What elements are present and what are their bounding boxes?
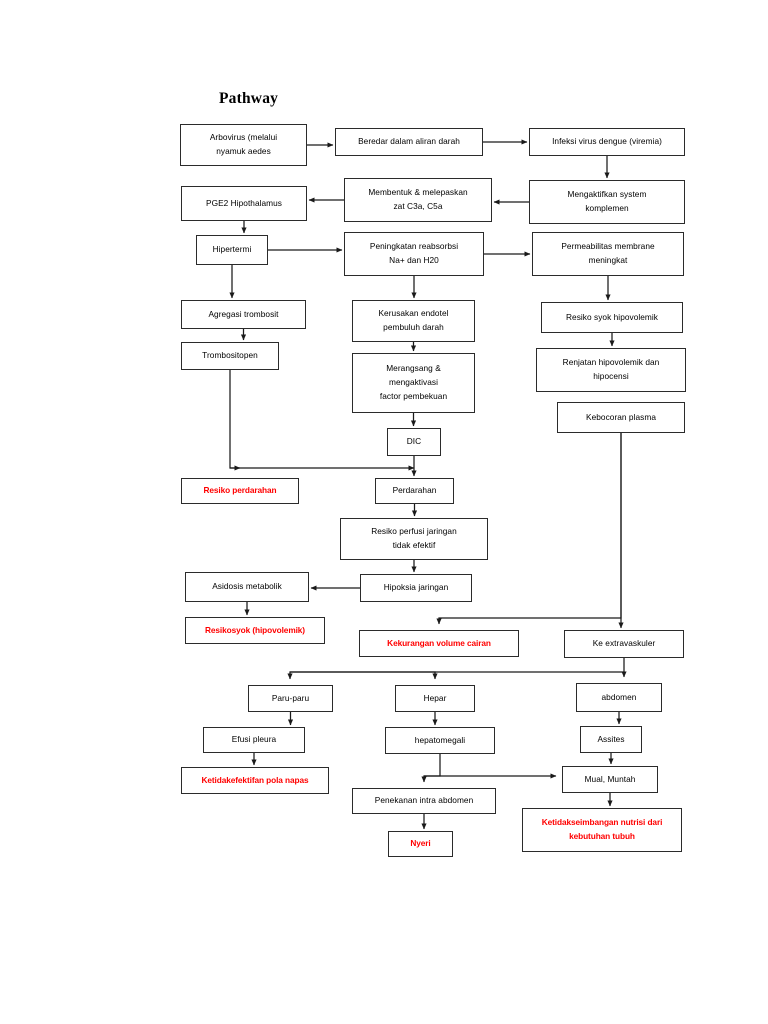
node-label: Penekanan intra abdomen xyxy=(374,795,474,806)
node-label: hepatomegali xyxy=(414,734,466,745)
node-label: Resiko perdarahan xyxy=(203,485,277,496)
node-beredar: Beredar dalam aliran darah xyxy=(335,128,483,156)
node-label: Agregasi trombosit xyxy=(208,308,279,319)
node-pge2: PGE2 Hipothalamus xyxy=(181,186,307,221)
connector xyxy=(421,754,441,783)
node-kebocoran: Kebocoran plasma xyxy=(557,402,685,433)
connector xyxy=(287,658,625,680)
node-resikosyok: Resikosyok (hipovolemik) xyxy=(185,617,325,644)
node-label: Asidosis metabolik xyxy=(212,581,282,592)
node-label: Kekurangan volume cairan xyxy=(387,637,491,648)
node-label: Perdarahan xyxy=(392,485,437,496)
node-label: Mual, Muntah xyxy=(584,773,636,784)
node-nyeri: Nyeri xyxy=(388,831,453,857)
node-label: Assites xyxy=(597,733,625,744)
node-agregasi: Agregasi trombosit xyxy=(181,300,306,329)
node-label: Ketidakefektifan pola napas xyxy=(201,774,309,785)
node-hepatomegali: hepatomegali xyxy=(385,727,495,754)
node-abdomen: abdomen xyxy=(576,683,662,712)
node-label: Resikosyok (hipovolemik) xyxy=(205,624,305,635)
node-label: PGE2 Hipothalamus xyxy=(205,197,283,208)
node-label: Resiko syok hipovolemik xyxy=(566,311,658,322)
node-paruparu: Paru-paru xyxy=(248,685,333,712)
node-hipertermi: Hipertermi xyxy=(196,235,268,265)
node-label: Trombositopen xyxy=(202,350,258,361)
node-dic: DIC xyxy=(387,428,441,456)
node-efusi: Efusi pleura xyxy=(203,727,305,753)
node-label: Nyeri xyxy=(410,838,431,849)
node-label: Infeksi virus dengue (viremia) xyxy=(552,136,662,147)
connector xyxy=(229,370,241,471)
node-hepar: Hepar xyxy=(395,685,475,712)
node-resiko_perdarahan: Resiko perdarahan xyxy=(181,478,299,504)
node-perdarahan: Perdarahan xyxy=(375,478,454,504)
connector xyxy=(290,671,438,680)
node-label: abdomen xyxy=(601,691,637,702)
node-ketidakefektifan: Ketidakefektifan pola napas xyxy=(181,767,329,794)
node-label: Ke extravaskuler xyxy=(592,638,656,649)
node-penekanan: Penekanan intra abdomen xyxy=(352,788,496,814)
node-label: Efusi pleura xyxy=(231,734,277,745)
node-label: Hipoksia jaringan xyxy=(383,582,449,593)
node-infeksi: Infeksi virus dengue (viremia) xyxy=(529,128,685,156)
node-label: DIC xyxy=(406,436,422,447)
node-hipoksia: Hipoksia jaringan xyxy=(360,574,472,602)
node-mual: Mual, Muntah xyxy=(562,766,658,793)
node-kekurangan: Kekurangan volume cairan xyxy=(359,630,519,657)
node-trombositopen: Trombositopen xyxy=(181,342,279,370)
node-assites: Assites xyxy=(580,726,642,753)
node-label: Hepar xyxy=(423,692,447,703)
node-extravaskuler: Ke extravaskuler xyxy=(564,630,684,658)
node-resiko_syok_hipo: Resiko syok hipovolemik xyxy=(541,302,683,333)
node-label: Hipertermi xyxy=(212,244,252,255)
node-asidosis: Asidosis metabolik xyxy=(185,572,309,602)
node-label: Paru-paru xyxy=(271,692,310,703)
node-label: Kebocoran plasma xyxy=(586,411,656,422)
node-label: Beredar dalam aliran darah xyxy=(358,136,460,147)
page-title: Pathway xyxy=(219,90,279,107)
